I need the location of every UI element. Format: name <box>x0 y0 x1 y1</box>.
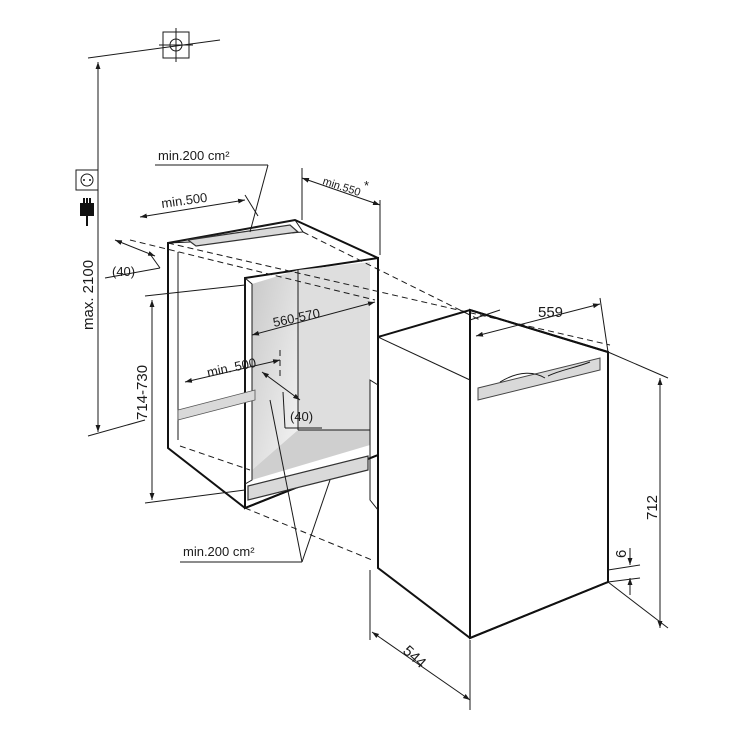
interior-back-right <box>298 262 370 430</box>
appliance-depth-dimension <box>371 631 471 701</box>
power-socket-icon <box>75 169 99 191</box>
side-vent <box>177 389 256 421</box>
vent-top-label: min.200 cm² <box>158 148 230 163</box>
door-handle <box>499 361 591 383</box>
niche-depth-label: min.550 <box>321 175 362 199</box>
top-vent <box>186 224 300 247</box>
niche-depth-dimension <box>301 177 381 206</box>
appliance-height-label: 712 <box>644 495 661 520</box>
interior-floor <box>252 430 370 480</box>
min-depth-bottom-label: min. 500 <box>206 355 258 380</box>
power-plug-icon <box>80 198 94 226</box>
appliance-depth-label: 544 <box>399 642 429 671</box>
min-depth-top-dimension <box>139 198 246 219</box>
appliance-width-label: 559 <box>538 304 563 321</box>
min-depth-bottom-dimension <box>184 359 281 383</box>
asterisk: * <box>364 178 369 193</box>
crosshair-icon <box>159 28 193 62</box>
bottom-gap-label: (40) <box>290 409 313 424</box>
appliance-door <box>469 308 609 640</box>
min-depth-top-label: min.500 <box>160 190 208 211</box>
appliance-control-panel <box>477 357 601 401</box>
top-gap-label: (40) <box>112 264 135 279</box>
ceiling-line <box>87 39 221 59</box>
niche-height-label: 714-730 <box>134 365 151 420</box>
floor-line <box>87 419 146 437</box>
vent-bottom-label: min.200 cm² <box>183 544 255 559</box>
appliance-width-dimension <box>475 303 601 337</box>
foot-offset-label: 6 <box>613 550 630 558</box>
vent-top-leader <box>249 164 269 233</box>
niche-width-dimension <box>251 301 376 336</box>
bottom-vent <box>247 455 369 501</box>
max-height-label: max. 2100 <box>80 260 97 330</box>
appliance-body <box>377 308 609 640</box>
